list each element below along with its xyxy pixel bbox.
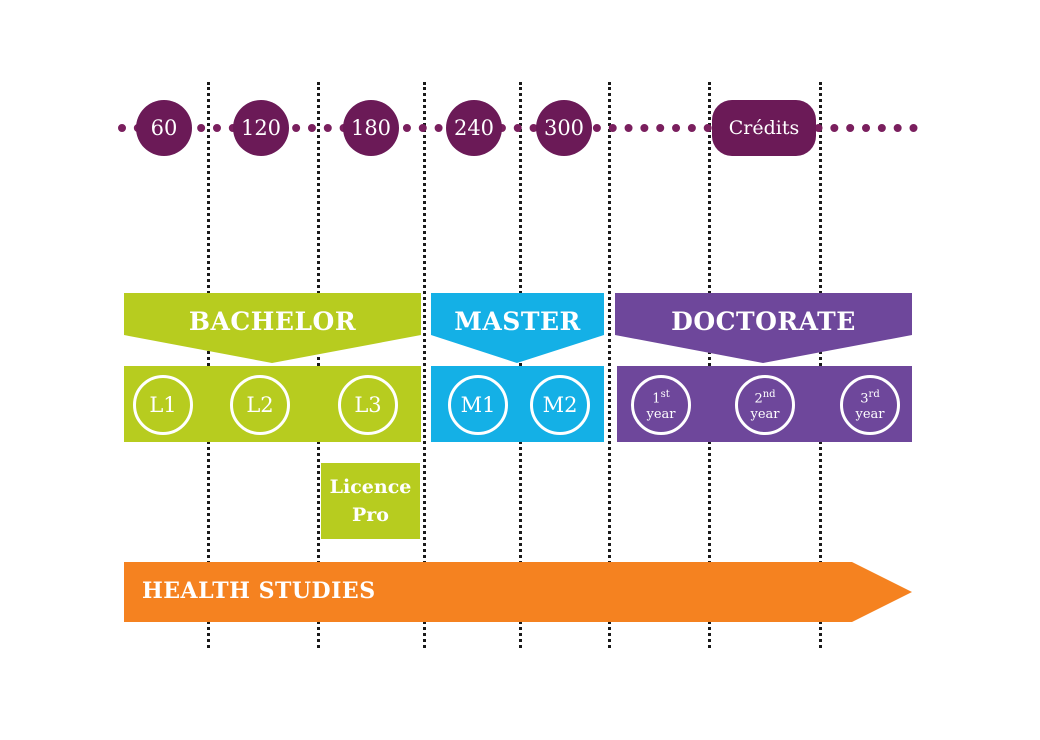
year2-circle: 2nd year xyxy=(735,375,795,435)
licence-pro-box: Licence Pro xyxy=(321,463,420,539)
l3-label: L3 xyxy=(354,393,382,417)
doctorate-title: DOCTORATE xyxy=(671,307,856,336)
divider-line xyxy=(207,82,210,648)
credits-label-pill: Crédits xyxy=(712,100,816,156)
doctorate-banner: DOCTORATE xyxy=(615,293,912,363)
year2-ordinal: 2nd xyxy=(754,387,775,407)
divider-line xyxy=(819,82,822,648)
credit-300-label: 300 xyxy=(543,116,585,140)
year1-circle: 1st year xyxy=(631,375,691,435)
credit-60-label: 60 xyxy=(150,116,178,140)
credits-label: Crédits xyxy=(728,117,800,139)
credit-300: 300 xyxy=(536,100,592,156)
master-banner: MASTER xyxy=(431,293,604,363)
licence-pro-line2: Pro xyxy=(352,504,389,526)
l2-label: L2 xyxy=(246,393,274,417)
divider-line xyxy=(519,82,522,648)
divider-line xyxy=(317,82,320,648)
divider-line xyxy=(608,82,611,648)
credit-240-label: 240 xyxy=(453,116,495,140)
m2-circle: M2 xyxy=(530,375,590,435)
divider-line xyxy=(708,82,711,648)
bachelor-banner-shape xyxy=(124,293,421,363)
year3-number: 3 xyxy=(860,391,869,407)
year3-word: year xyxy=(855,407,885,423)
doctorate-years-band: 1st year 2nd year 3rd year xyxy=(617,366,912,442)
doctorate-banner-shape xyxy=(615,293,912,363)
master-title: MASTER xyxy=(454,307,581,336)
year1-suffix: st xyxy=(660,388,670,400)
credits-dotted-line xyxy=(118,124,918,132)
year2-word: year xyxy=(750,407,780,423)
credit-240: 240 xyxy=(446,100,502,156)
l2-circle: L2 xyxy=(230,375,290,435)
year3-circle: 3rd year xyxy=(840,375,900,435)
year2-suffix: nd xyxy=(762,388,776,400)
credit-120-label: 120 xyxy=(240,116,282,140)
credit-180-label: 180 xyxy=(350,116,392,140)
year3-ordinal: 3rd xyxy=(860,387,879,407)
m1-circle: M1 xyxy=(448,375,508,435)
l3-circle: L3 xyxy=(338,375,398,435)
year1-ordinal: 1st xyxy=(652,387,669,407)
l1-label: L1 xyxy=(149,393,177,417)
year2-number: 2 xyxy=(754,391,763,407)
bachelor-banner: BACHELOR xyxy=(124,293,421,363)
year1-word: year xyxy=(646,407,676,423)
m2-label: M2 xyxy=(542,393,578,417)
bachelor-years-band: L1 L2 L3 xyxy=(124,366,421,442)
licence-pro-line1: Licence xyxy=(329,476,412,498)
credit-180: 180 xyxy=(343,100,399,156)
year1-number: 1 xyxy=(652,391,661,407)
health-studies-label: HEALTH STUDIES xyxy=(142,578,376,604)
master-years-band: M1 M2 xyxy=(431,366,604,442)
credit-120: 120 xyxy=(233,100,289,156)
health-studies-arrow xyxy=(124,562,912,622)
credit-60: 60 xyxy=(136,100,192,156)
year3-suffix: rd xyxy=(868,388,880,400)
m1-label: M1 xyxy=(460,393,496,417)
bachelor-title: BACHELOR xyxy=(188,307,357,336)
divider-line xyxy=(423,82,426,648)
l1-circle: L1 xyxy=(133,375,193,435)
master-banner-shape xyxy=(431,293,604,363)
